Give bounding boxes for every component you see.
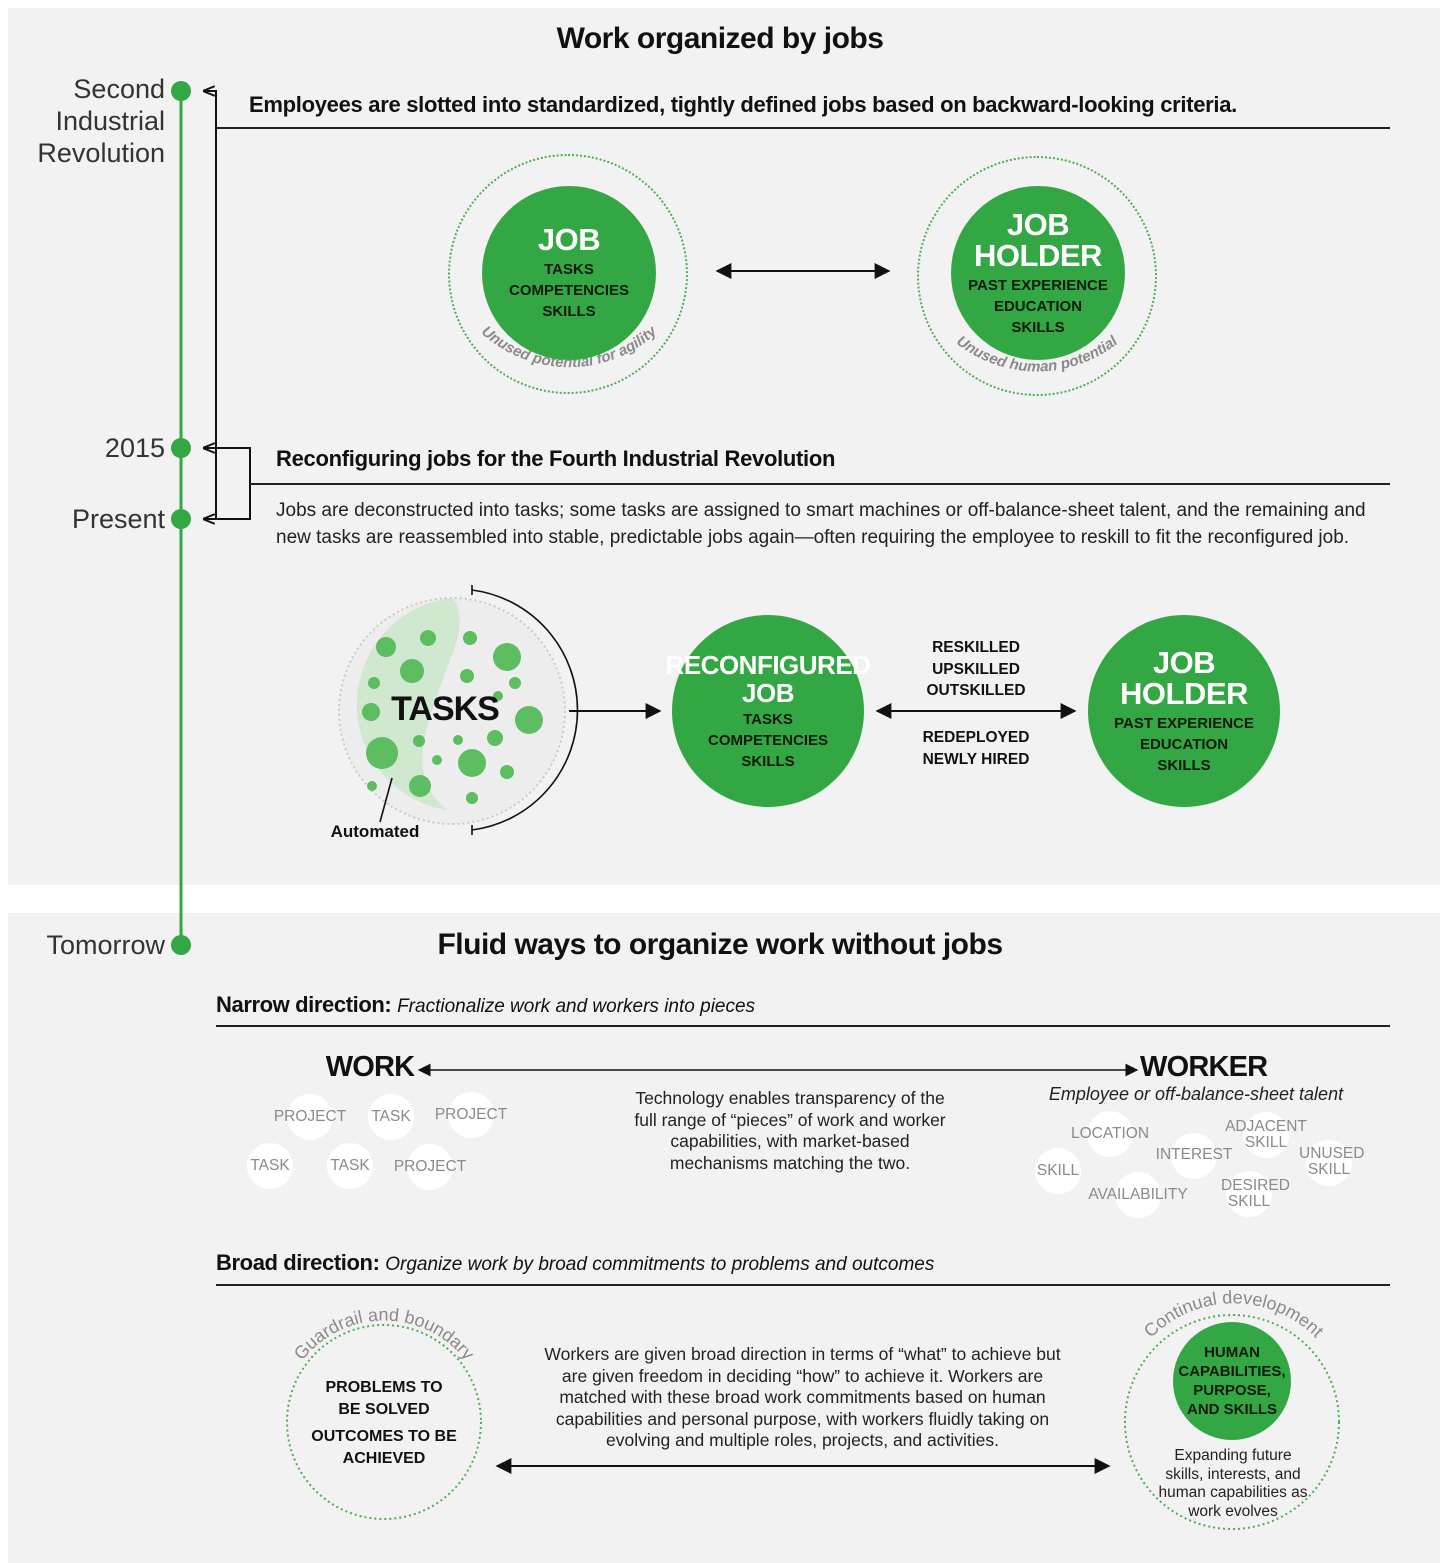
work-bubble-label: PROJECT <box>393 1158 467 1175</box>
worker-bubble-label: SKILL <box>1036 1162 1080 1179</box>
worker-label: WORKER <box>1140 1051 1268 1083</box>
worker-bubble <box>1115 1172 1161 1218</box>
top-title: Work organized by jobs <box>556 22 884 55</box>
section2-body: Jobs are deconstructed into tasks; some … <box>276 500 1366 548</box>
guardrail-ring <box>286 1324 482 1520</box>
work-bubble <box>368 1094 414 1140</box>
worker-bubble-label: UNUSED SKILL <box>1299 1145 1365 1178</box>
timeline-dot-tomorrow <box>171 935 191 955</box>
broad-center-text: Workers are given broad direction in ter… <box>544 1344 1061 1450</box>
worker-bubble <box>1306 1140 1352 1186</box>
worker-bubble-label: LOCATION <box>1070 1125 1150 1142</box>
work-label: WORK <box>325 1051 415 1083</box>
redeploy-list: REDEPLOYED NEWLY HIRED <box>922 729 1030 768</box>
continual-sub-text: Expanding future skills, interests, and … <box>1158 1447 1308 1520</box>
job-ring <box>448 154 688 394</box>
holder-circle-2: JOB HOLDER PAST EXPERIENCE EDUCATION SKI… <box>1088 615 1280 807</box>
worker-bubble <box>1226 1171 1272 1217</box>
work-bubble-label: TASK <box>330 1157 370 1174</box>
worker-bubble <box>1035 1148 1081 1194</box>
holder-circle: JOB HOLDER PAST EXPERIENCE EDUCATION SKI… <box>951 186 1125 360</box>
work-bubble <box>287 1094 333 1140</box>
timeline-label-tomorrow: Tomorrow <box>46 930 165 960</box>
reconfigured-job-circle: RECONFIGURED JOB TASKS COMPETENCIES SKIL… <box>666 615 871 807</box>
worker-bubble <box>1087 1111 1133 1157</box>
worker-bubble <box>1243 1112 1289 1158</box>
work-bubble-label: PROJECT <box>273 1108 347 1125</box>
timeline-dot-second <box>171 81 191 101</box>
automated-pointer <box>379 777 393 823</box>
section1-heading: Employees are slotted into standardized,… <box>249 92 1237 117</box>
human-capabilities-circle: HUMAN CAPABILITIES, PURPOSE, AND SKILLS <box>1173 1322 1291 1440</box>
work-bubble <box>448 1092 494 1138</box>
worker-bubble <box>1171 1133 1217 1179</box>
automated-label: Automated <box>330 822 420 841</box>
section2-heading: Reconfiguring jobs for the Fourth Indust… <box>276 446 836 471</box>
worker-bubble-label: AVAILABILITY <box>1088 1186 1188 1203</box>
worker-bubble-label: ADJACENT SKILL <box>1225 1118 1307 1151</box>
worker-bubble-label: DESIRED SKILL <box>1221 1177 1290 1210</box>
task-dots <box>362 630 543 804</box>
work-bubble <box>327 1143 373 1189</box>
timeline-dot-present <box>171 509 191 529</box>
timeline-label-present: Present <box>71 504 165 534</box>
guardrail-items: PROBLEMS TO BE SOLVED OUTCOMES TO BE ACH… <box>311 1379 457 1467</box>
timeline-dot-2015 <box>171 438 191 458</box>
bottom-title: Fluid ways to organize work without jobs <box>437 928 1003 961</box>
work-bubble-label: TASK <box>250 1157 290 1174</box>
bracket-section1 <box>204 91 217 128</box>
narrow-center-text: Technology enables transparency of the f… <box>634 1088 946 1173</box>
ring-label-guardrail: Guardrail and boundary <box>290 1305 478 1364</box>
tasks-label: TASKS <box>391 690 500 728</box>
worker-bubble-label: INTEREST <box>1155 1146 1233 1163</box>
timeline-label-2015: 2015 <box>104 433 165 463</box>
broad-heading: Broad direction: Organize work by broad … <box>216 1250 935 1275</box>
work-bubble <box>407 1144 453 1190</box>
work-bubble <box>247 1143 293 1189</box>
narrow-heading: Narrow direction: Fractionalize work and… <box>216 992 756 1017</box>
continual-ring <box>1124 1314 1340 1530</box>
worker-subtitle: Employee or off-balance-sheet talent <box>1048 1084 1344 1104</box>
skill-change-list: RESKILLED UPSKILLED OUTSKILLED <box>926 639 1026 699</box>
job-circle: JOB TASKS COMPETENCIES SKILLS <box>482 186 656 360</box>
holder-ring <box>917 156 1157 396</box>
work-bubble-label: TASK <box>371 1108 411 1125</box>
bottom-panel <box>8 913 1440 1563</box>
work-bubble-label: PROJECT <box>434 1106 508 1123</box>
timeline-label-second: Second Industrial Revolution <box>37 74 165 168</box>
